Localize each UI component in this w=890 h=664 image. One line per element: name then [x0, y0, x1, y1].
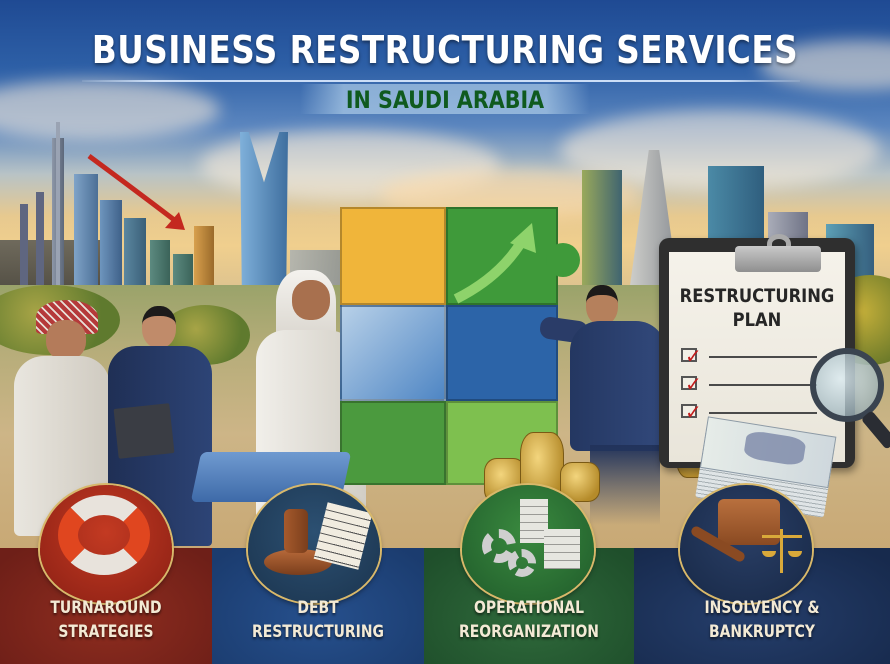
tower — [582, 170, 622, 300]
gavel-document-icon — [248, 485, 380, 603]
cloud — [0, 80, 220, 140]
clip-top — [735, 246, 821, 272]
gavel-head — [284, 509, 308, 553]
face — [142, 306, 176, 348]
label-line: DEBT — [297, 598, 339, 618]
smokestack — [36, 192, 44, 300]
face — [46, 320, 86, 360]
building-block — [520, 499, 548, 543]
building-block — [544, 529, 580, 569]
checklist-item: ✓ — [681, 402, 831, 424]
tower — [100, 200, 122, 300]
folder — [113, 403, 175, 459]
tower-spire — [56, 122, 60, 300]
lifebuoy-icon — [40, 485, 172, 603]
puzzle-piece-blue — [446, 305, 558, 401]
scales-icon — [762, 529, 802, 579]
face — [292, 280, 330, 320]
plan-title-line1: RESTRUCTURING — [679, 285, 835, 307]
puzzle-piece-darkgreen — [340, 401, 446, 485]
tower — [74, 174, 98, 300]
gold-tower — [194, 226, 214, 300]
tower — [124, 218, 146, 300]
growth-arrow-icon — [453, 223, 536, 304]
label-line: BANKRUPTCY — [708, 622, 815, 642]
face — [586, 285, 618, 325]
checklist-line — [709, 356, 817, 358]
label-line: OPERATIONAL — [474, 598, 584, 618]
decline-arrow-icon — [87, 153, 185, 230]
checklist-line — [709, 384, 817, 386]
puzzle-tab — [546, 243, 580, 277]
clip-ring — [767, 234, 791, 254]
checkbox-icon: ✓ — [681, 374, 702, 396]
suit — [570, 321, 666, 451]
label-line: RESTRUCTURING — [252, 622, 384, 642]
checkbox-icon: ✓ — [681, 402, 702, 424]
label-line: REORGANIZATION — [459, 622, 599, 642]
gear-icon — [482, 529, 516, 563]
service-label-insolvency: INSOLVENCY & BANKRUPTCY — [657, 596, 867, 644]
label-line: INSOLVENCY & — [704, 598, 820, 618]
puzzle-block — [340, 207, 580, 485]
page-title: BUSINESS RESTRUCTURING SERVICES — [91, 28, 799, 72]
checkbox-icon: ✓ — [681, 346, 702, 368]
checklist-line — [709, 412, 817, 414]
legs — [590, 445, 660, 525]
service-label-operational: OPERATIONAL REORGANIZATION — [443, 596, 615, 644]
puzzle-piece-lightblue — [340, 305, 446, 401]
puzzle-piece-yellow — [340, 207, 446, 305]
magnifying-glass-icon — [810, 348, 884, 422]
page-subtitle: IN SAUDI ARABIA — [345, 86, 545, 114]
smokestack — [20, 204, 28, 300]
plan-title: RESTRUCTURING PLAN — [673, 284, 842, 332]
service-label-debt: DEBT RESTRUCTURING — [231, 596, 405, 644]
subtitle-band — [300, 84, 590, 114]
gear-icon — [508, 549, 536, 577]
label-line: STRATEGIES — [58, 622, 154, 642]
lifebuoy-ring — [58, 495, 150, 575]
checklist-item: ✓ — [681, 374, 831, 396]
checklist-item: ✓ — [681, 346, 831, 368]
kingdom-centre-tower — [240, 132, 288, 300]
gears-buildings-icon — [462, 485, 594, 603]
plan-title-line2: PLAN — [732, 309, 782, 331]
title-divider — [82, 80, 800, 82]
briefcase-gavel-scales-icon — [680, 485, 812, 603]
service-label-turnaround: TURNAROUND STRATEGIES — [19, 596, 193, 644]
document — [313, 502, 373, 570]
label-line: TURNAROUND — [50, 598, 162, 618]
